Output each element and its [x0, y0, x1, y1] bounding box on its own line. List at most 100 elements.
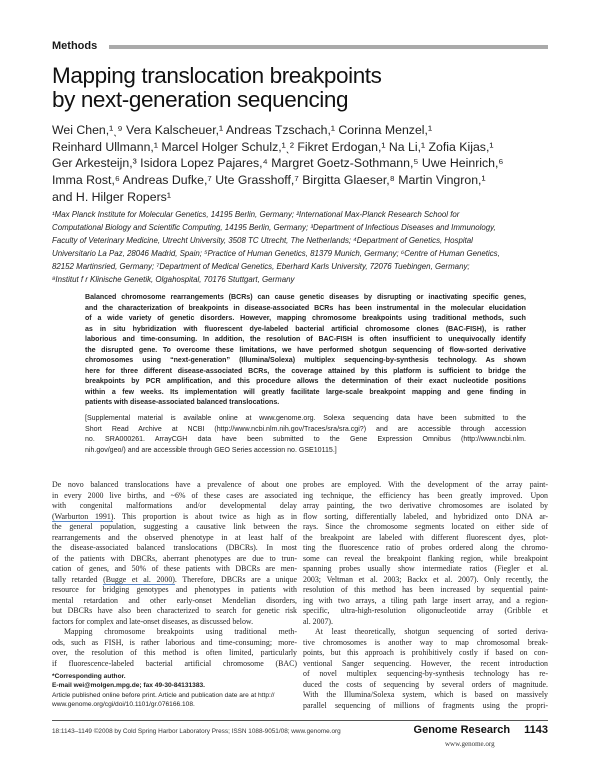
affiliations: ¹Max Planck Institute for Molecular Gene… — [52, 208, 552, 286]
body-text: . This proportion is about twice as high… — [113, 511, 297, 521]
footer-rule — [52, 720, 548, 721]
authors-line: Reinhard Ullmann,¹ Marcel Holger Schulz,… — [52, 139, 494, 154]
author-list: Wei Chen,¹ˎ⁹ Vera Kalscheuer,¹ Andreas T… — [52, 122, 503, 206]
body-text: tally retarded — [52, 574, 104, 584]
contact-email[interactable]: E-mail wei@molgen.mpg.de; fax 49-30-8413… — [52, 682, 206, 690]
body-text: At least theoretically, shotgun sequenci… — [315, 627, 548, 636]
affiliations-line: Computational Biology and Scientific Com… — [52, 223, 496, 232]
body-text: over, the resolution of this method is o… — [52, 648, 297, 657]
body-text: resolution of this method has been incre… — [303, 585, 548, 594]
body-text: some can reveal the breakpoint flanking … — [303, 553, 548, 563]
affiliations-line: ¹Max Planck Institute for Molecular Gene… — [52, 210, 460, 219]
body-text: of novel multiplex sequencing-by-synthes… — [303, 669, 548, 678]
abstract-line: patients with disease-associated balance… — [85, 399, 280, 406]
body-text: mental retardation and other early-onset… — [52, 595, 297, 605]
body-line: of novel multiplex sequencing-by-synthes… — [303, 669, 548, 680]
supplemental-note: [Supplemental material is available onli… — [85, 414, 526, 456]
body-line: spanning probes usually show intermediat… — [303, 564, 548, 575]
footer-journal-block: Genome Research 1143 — [414, 724, 548, 736]
footer-citation: 18:1143–1149 ©2008 by Cold Spring Harbor… — [52, 728, 341, 735]
body-text: resource for bridging genotypes and phen… — [52, 585, 297, 594]
body-line: of the patients with DBCRs, aberrant phe… — [52, 554, 297, 565]
body-text: ventional Sanger sequencing. However, th… — [303, 658, 548, 668]
body-text: ing with two arrays, a tiling path large… — [303, 595, 548, 605]
body-line: ventional Sanger sequencing. However, th… — [303, 659, 548, 670]
body-column-right: probes are employed. With the developmen… — [303, 480, 548, 711]
abstract-line: of a wide variety of genetic disorders. … — [85, 315, 526, 322]
authors-line: Wei Chen,¹ˎ⁹ Vera Kalscheuer,¹ Andreas T… — [52, 123, 433, 137]
abstract-line: and the characterization of breakpoints … — [85, 304, 526, 312]
body-line: (Warburton 1991). This proportion is abo… — [52, 511, 297, 523]
body-text: if fluorescence-labeled bacterial artifi… — [52, 658, 297, 668]
body-line: duced the costs of sequencing by several… — [303, 680, 548, 691]
body-text: . Therefore, DBCRs are a unique — [174, 574, 297, 584]
body-line: specific, ultra-high-resolution oligonuc… — [303, 606, 548, 617]
body-text: ods, such as FISH, is rather laborious a… — [52, 637, 297, 647]
body-line: some can reveal the breakpoint flanking … — [303, 554, 548, 565]
authors-line: Imma Rost,⁶ Andreas Dufke,⁷ Ute Grasshof… — [52, 173, 486, 188]
body-line: rays. Since the chromosome segments loca… — [303, 522, 548, 533]
body-text: al. 2007). — [303, 616, 334, 626]
article-title: Mapping translocation breakpoints by nex… — [52, 64, 382, 112]
body-text: rays. Since the chromosome segments loca… — [303, 522, 548, 531]
abstract-line: chromosomes using “next-generation” (Ill… — [85, 357, 526, 364]
section-bar — [109, 45, 548, 49]
corresponding-author: *Corresponding author. — [52, 673, 126, 680]
body-line: array painting, the two derivative chrom… — [303, 501, 548, 512]
body-line: factors for complex and late-onset disea… — [52, 617, 297, 628]
citation-link[interactable]: (Bugge et al. 2000) — [103, 574, 175, 585]
body-line: De novo balanced translocations have a p… — [52, 480, 297, 491]
body-line: Mapping chromosome breakpoints using tra… — [52, 627, 297, 638]
journal-url[interactable]: www.genome.org — [445, 740, 495, 748]
body-line: ing with two arrays, a tiling path large… — [303, 596, 548, 607]
publication-note: Article published online before print. A… — [52, 691, 275, 699]
supplemental-line: Short Read Archive at NCBI (http://www.n… — [85, 425, 526, 433]
body-line: At least theoretically, shotgun sequenci… — [303, 627, 548, 638]
body-line: the breakpoint are labeled with differen… — [303, 533, 548, 544]
body-text: cation of genes, and 50% of these patien… — [52, 564, 297, 573]
body-line: mental retardation and other early-onset… — [52, 596, 297, 607]
body-line: the general population, suggesting a cau… — [52, 522, 297, 533]
body-line: flow sorting, differentially labeled, an… — [303, 512, 548, 523]
page-number: 1143 — [524, 724, 548, 736]
body-line: resolution of this method has been incre… — [303, 585, 548, 596]
footnote: *Corresponding author. E-mail wei@molgen… — [52, 672, 297, 709]
body-line: over, the resolution of this method is o… — [52, 648, 297, 659]
body-line: ting the fluorescence ratio of probes or… — [303, 543, 548, 554]
authors-line: and H. Hilger Ropers¹ — [52, 189, 171, 204]
body-line: ing technique, the efficiency has been g… — [303, 491, 548, 502]
body-text: flow sorting, differentially labeled, an… — [303, 511, 548, 521]
body-line: in every 2000 live births, and ~6% of th… — [52, 491, 297, 502]
body-line: if fluorescence-labeled bacterial artifi… — [52, 659, 297, 670]
body-line: With the Illumina/Solexa system, which i… — [303, 690, 548, 701]
affiliations-line: Universitario La Paz, 28046 Madrid, Spai… — [52, 249, 500, 258]
affiliations-line: Faculty of Veterinary Medicine, Utrecht … — [52, 236, 473, 245]
affiliations-line: ⁸Institut f r Klinische Genetik, Olgahos… — [52, 275, 295, 284]
authors-line: Ger Arkesteijn,³ Isidora Lopez Pajares,⁴… — [52, 156, 504, 171]
title-line: Mapping translocation breakpoints — [52, 64, 382, 88]
abstract-line: here for three different disease-associa… — [85, 367, 526, 375]
body-text: the breakpoint are labeled with differen… — [303, 532, 548, 542]
body-text: ing technique, the efficiency has been g… — [303, 490, 548, 500]
body-text: the disease-associated balanced transloc… — [52, 543, 297, 552]
supplemental-line: no. SRA000261. ArrayCGH data have been s… — [85, 436, 526, 443]
affiliations-line: 82152 Martinsried, Germany; ⁷Department … — [52, 262, 470, 271]
abstract-line: breakpoints by PCR amplification, and th… — [85, 378, 526, 385]
supplemental-line: [Supplemental material is available onli… — [85, 415, 526, 422]
body-line: 2003; Veltman et al. 2003; Backx et al. … — [303, 575, 548, 586]
citation-link[interactable]: (Warburton 1991) — [52, 511, 114, 522]
body-text: spanning probes usually show intermediat… — [303, 564, 548, 573]
abstract-line: the disrupted gene. To overcome these li… — [85, 346, 526, 354]
abstract-line: Balanced chromosome rearrangements (BCRs… — [85, 294, 526, 301]
abstract-line: laborious and time-consuming. In additio… — [85, 336, 526, 343]
supplemental-line: nih.gov/geo/) and are accessible through… — [85, 446, 337, 454]
doi-link[interactable]: www.genome.org/cgi/doi/10.1101/gr.076166… — [52, 700, 195, 708]
body-text: points, but this approach is prohibitive… — [303, 648, 548, 657]
body-line: tally retarded (Bugge et al. 2000). Ther… — [52, 574, 297, 586]
abstract-line: within a few weeks. Its implementation w… — [85, 388, 526, 396]
body-line: but DBCRs have also been characterized t… — [52, 606, 297, 617]
body-column-left: De novo balanced translocations have a p… — [52, 480, 297, 669]
body-line: ods, such as FISH, is rather laborious a… — [52, 638, 297, 649]
body-text: tive chromosomes is another way to map c… — [303, 637, 548, 647]
body-text: specific, ultra-high-resolution oligonuc… — [303, 606, 548, 615]
